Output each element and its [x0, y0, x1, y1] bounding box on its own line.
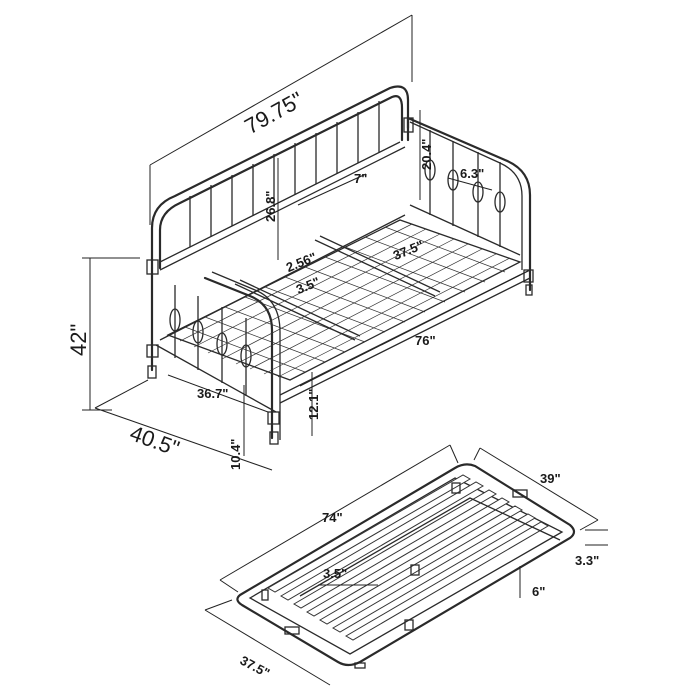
depth-label: 40.5"	[127, 420, 183, 461]
trundle-width-bottom-label: 37.5"	[238, 653, 273, 681]
trundle-rail-height-label: 3.3"	[575, 553, 599, 568]
trundle-width-top-label: 39"	[540, 471, 561, 486]
spindle-gap-label: 6.3"	[460, 166, 484, 181]
trundle-clearance-label: 6"	[532, 584, 545, 599]
deck-height-label: 12.1"	[306, 389, 321, 420]
daybed-illustration	[146, 85, 534, 445]
trundle-illustration	[236, 463, 576, 669]
trundle-dimensions: 74" 39" 3.3" 6" 3.5" 37.5"	[204, 444, 608, 686]
trundle-slat-gap-label: 3.5"	[323, 566, 347, 581]
arm-height-label: 20.4"	[419, 139, 434, 170]
height-label: 42"	[66, 324, 91, 356]
leg-clearance-label: 10.4"	[228, 439, 243, 470]
slat-gap-b-label: 3.5"	[294, 274, 322, 297]
front-width-label: 36.7"	[197, 386, 228, 401]
slat-gap-a-label: 2.56"	[284, 249, 319, 275]
back-gap-label: 7"	[354, 171, 367, 186]
back-height-label: 26.8"	[263, 191, 278, 222]
trundle-length-label: 74"	[322, 510, 343, 525]
inner-width-label: 37.5"	[391, 237, 426, 263]
inner-length-label: 76"	[415, 333, 436, 348]
daybed-dimensions: 79.75" 42" 40.5" 26.8" 7" 20.4" 6.3" 37.…	[66, 14, 521, 471]
